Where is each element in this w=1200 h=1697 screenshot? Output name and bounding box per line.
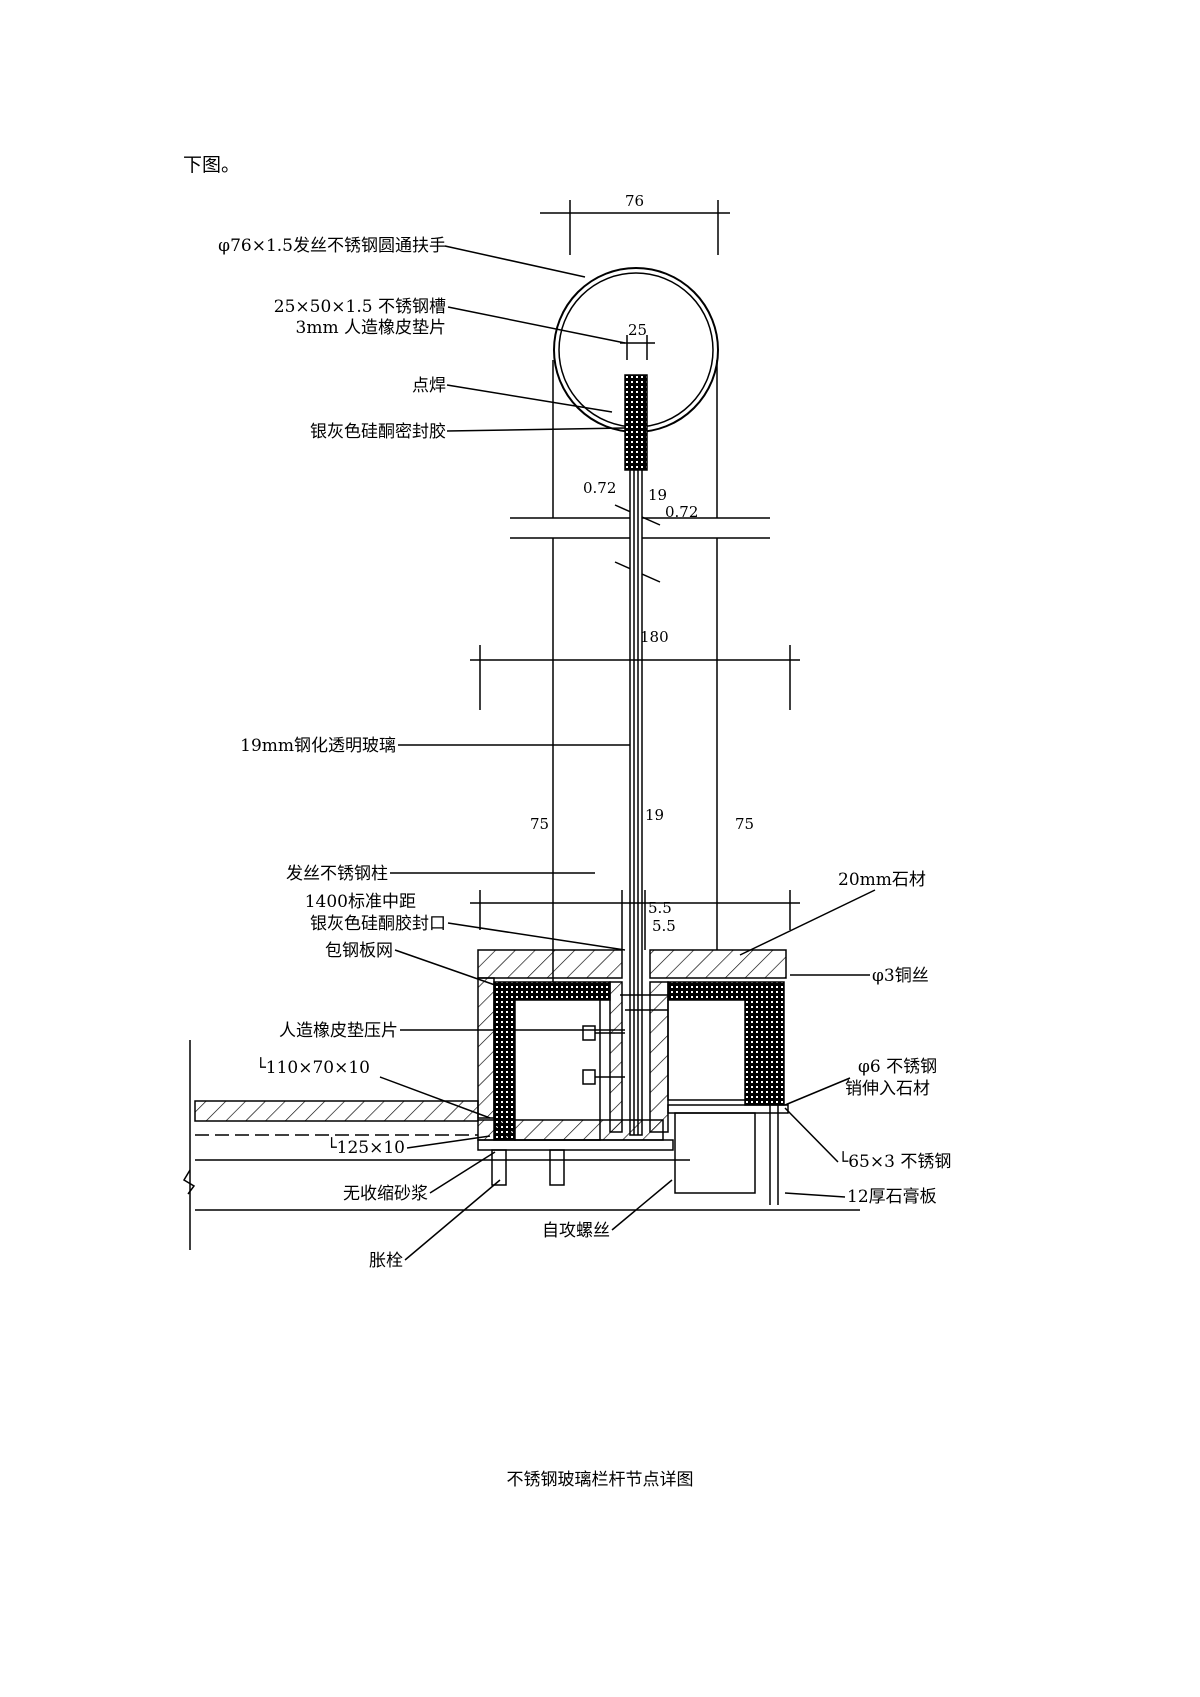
- dim-76: 76: [625, 192, 644, 210]
- label-copper-wire: φ3铜丝: [872, 966, 929, 986]
- dim-5-5-a: 5.5: [648, 899, 672, 917]
- label-stone: 20mm石材: [838, 870, 926, 890]
- label-seal-mouth: 银灰色硅酮胶封口: [310, 914, 446, 934]
- label-pin-line2: 销伸入石材: [845, 1079, 930, 1099]
- label-spacing: 1400标准中距: [305, 892, 416, 912]
- dim-19-b: 19: [645, 806, 664, 824]
- dim-25: 25: [628, 321, 647, 339]
- steel-channel: [624, 374, 648, 471]
- label-angle-110: └110×70×10: [256, 1057, 370, 1078]
- base-plate: [477, 1119, 664, 1141]
- dim-180: 180: [640, 628, 669, 646]
- label-mesh: 包钢板网: [325, 941, 393, 961]
- stone-side-left: [477, 977, 495, 1119]
- label-rubber-press: 人造橡皮垫压片: [279, 1021, 398, 1041]
- anchor-bolt: [491, 1149, 507, 1186]
- label-sealant: 银灰色硅酮密封胶: [310, 422, 446, 442]
- dim-5-5-b: 5.5: [652, 917, 676, 935]
- stone-cap-right: [649, 949, 787, 979]
- dim-072-b: 0.72: [665, 503, 698, 521]
- floor-slab: [194, 1100, 479, 1122]
- label-grout: 无收缩砂浆: [343, 1184, 428, 1204]
- intro-text: 下图。: [183, 154, 241, 176]
- label-spot-weld: 点焊: [412, 376, 446, 396]
- label-post: 发丝不锈钢柱: [286, 864, 388, 884]
- label-handrail: φ76×1.5发丝不锈钢圆通扶手: [218, 236, 446, 256]
- stone-cap-left: [477, 949, 623, 979]
- figure-caption: 不锈钢玻璃栏杆节点详图: [506, 1470, 694, 1490]
- dim-75-b: 75: [735, 815, 754, 833]
- label-gypsum: 12厚石膏板: [847, 1186, 937, 1207]
- dim-19-a: 19: [648, 486, 667, 504]
- label-screw: 自攻螺丝: [542, 1221, 610, 1241]
- label-glass: 19mm钢化透明玻璃: [240, 736, 396, 756]
- label-gasket: 3mm 人造橡皮垫片: [296, 318, 446, 338]
- label-angle-65: └65×3 不锈钢: [838, 1151, 951, 1172]
- glass-panel: [629, 469, 643, 1136]
- label-channel: 25×50×1.5 不锈钢槽: [274, 297, 446, 317]
- dim-75-a: 75: [530, 815, 549, 833]
- label-angle-125: └125×10: [326, 1137, 405, 1158]
- dim-072-a: 0.72: [583, 479, 616, 497]
- label-pin-line1: φ6 不锈钢: [858, 1057, 937, 1077]
- label-anchor: 胀栓: [369, 1251, 403, 1271]
